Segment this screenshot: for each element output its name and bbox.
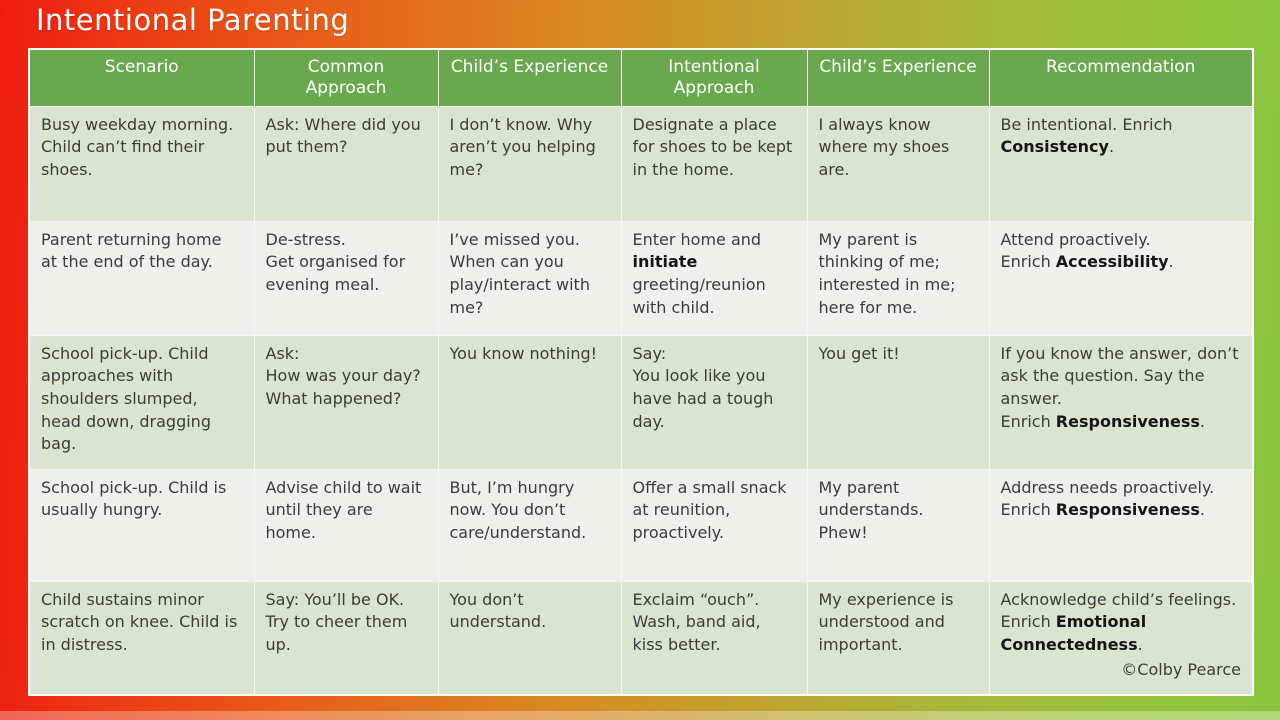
table-row: Parent returning home at the end of the …	[28, 220, 1254, 336]
cell-recommendation: Address needs proactively.Enrich Respons…	[988, 468, 1254, 582]
cell-childs-experience-2: I always know where my shoes are.	[806, 105, 990, 222]
cell-common-approach: Advise child to wait until they are home…	[253, 468, 439, 582]
cell-childs-experience-2: My parent is thinking of me; interested …	[806, 220, 990, 336]
column-header-intentional-approach: Intentional Approach	[620, 48, 808, 107]
cell-scenario: Child sustains minor scratch on knee. Ch…	[28, 580, 255, 696]
column-header-scenario: Scenario	[28, 48, 255, 107]
cell-childs-experience-1: But, I’m hungry now. You don’t care/unde…	[437, 468, 622, 582]
column-header-childs-experience-2: Child’s Experience	[806, 48, 990, 107]
cell-common-approach: De-stress.Get organised for evening meal…	[253, 220, 439, 336]
cell-common-approach: Ask:How was your day?What happened?	[253, 334, 439, 470]
cell-childs-experience-1: I don’t know. Why aren’t you helping me?	[437, 105, 622, 222]
table-row: School pick-up. Child is usually hungry.…	[28, 468, 1254, 582]
header-row: Scenario Common Approach Child’s Experie…	[28, 48, 1254, 107]
column-header-recommendation: Recommendation	[988, 48, 1254, 107]
cell-intentional-approach: Offer a small snack at reunition, proact…	[620, 468, 808, 582]
cell-childs-experience-1: You know nothing!	[437, 334, 622, 470]
cell-childs-experience-2: My parent understands. Phew!	[806, 468, 990, 582]
cell-childs-experience-1: You don’t understand.	[437, 580, 622, 696]
cell-scenario: School pick-up. Child approaches with sh…	[28, 334, 255, 470]
cell-recommendation: Acknowledge child’s feelings. Enrich Emo…	[988, 580, 1254, 696]
cell-common-approach: Say: You’ll be OK.Try to cheer them up.	[253, 580, 439, 696]
cell-recommendation: Attend proactively.Enrich Accessibility.	[988, 220, 1254, 336]
recommendation-text: Acknowledge child’s feelings. Enrich Emo…	[1000, 589, 1237, 654]
cell-intentional-approach: Exclaim “ouch”.Wash, band aid, kiss bett…	[620, 580, 808, 696]
intentional-parenting-table: Scenario Common Approach Child’s Experie…	[28, 48, 1254, 696]
cell-childs-experience-2: My experience is understood and importan…	[806, 580, 990, 696]
cell-intentional-approach: Say:You look like you have had a tough d…	[620, 334, 808, 470]
copyright-credit: ©Colby Pearce	[1121, 659, 1241, 679]
cell-intentional-approach: Designate a place for shoes to be kept i…	[620, 105, 808, 222]
cell-intentional-approach: Enter home and initiate greeting/reunion…	[620, 220, 808, 336]
cell-childs-experience-1: I’ve missed you. When can you play/inter…	[437, 220, 622, 336]
cell-scenario: Parent returning home at the end of the …	[28, 220, 255, 336]
cell-common-approach: Ask: Where did you put them?	[253, 105, 439, 222]
table-row: Busy weekday morning. Child can’t find t…	[28, 105, 1254, 222]
cell-scenario: School pick-up. Child is usually hungry.	[28, 468, 255, 582]
column-header-childs-experience-1: Child’s Experience	[437, 48, 622, 107]
cell-childs-experience-2: You get it!	[806, 334, 990, 470]
cell-scenario: Busy weekday morning. Child can’t find t…	[28, 105, 255, 222]
cell-recommendation: Be intentional. Enrich Consistency.	[988, 105, 1254, 222]
table-row: Child sustains minor scratch on knee. Ch…	[28, 580, 1254, 696]
slide-title: Intentional Parenting	[36, 3, 350, 37]
cell-recommendation: If you know the answer, don’t ask the qu…	[988, 334, 1254, 470]
column-header-common-approach: Common Approach	[253, 48, 439, 107]
table-row: School pick-up. Child approaches with sh…	[28, 334, 1254, 470]
